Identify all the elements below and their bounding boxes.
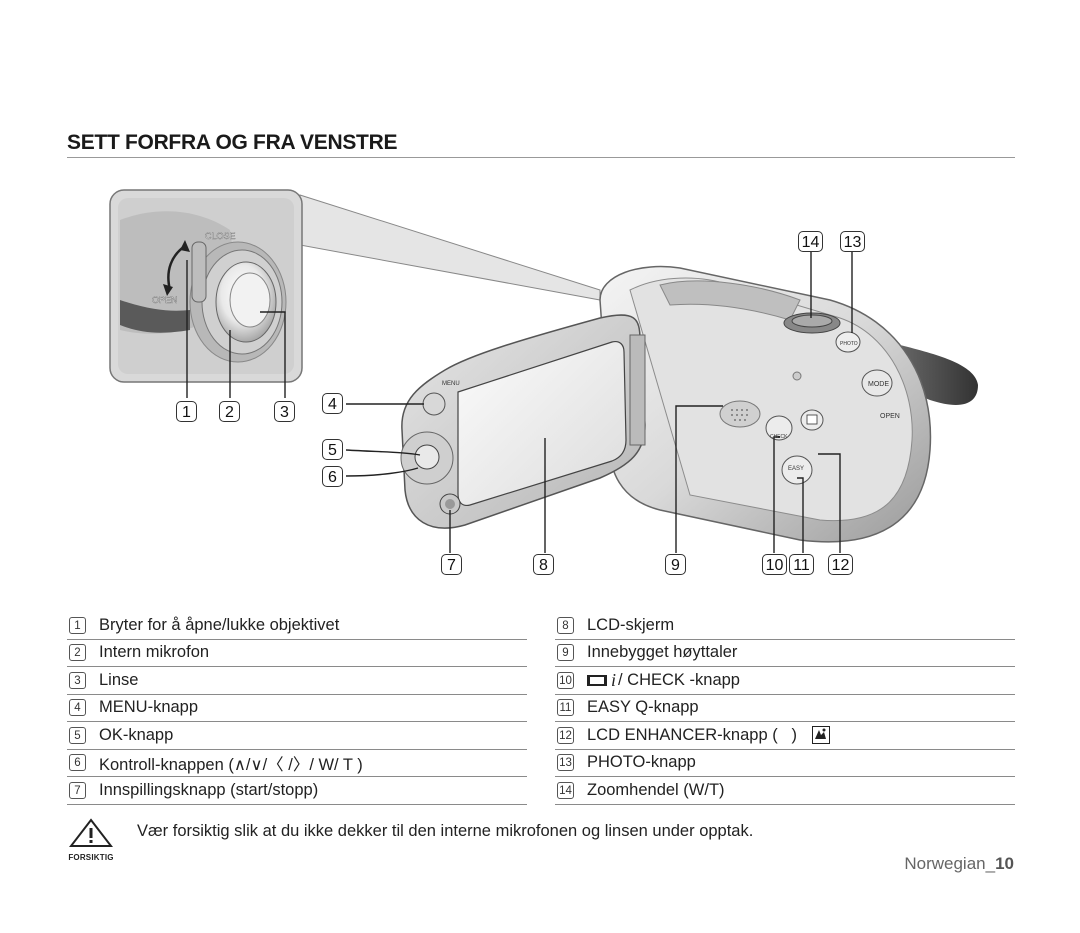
legend-row: 7 Innspillingsknapp (start/stopp): [67, 777, 527, 805]
warning-icon: [68, 818, 114, 847]
svg-text:MODE: MODE: [868, 381, 889, 388]
page-title: SETT FORFRA OG FRA VENSTRE: [67, 131, 398, 154]
legend-number: 2: [69, 644, 86, 662]
legend-text: Kontroll-knappen (∧/∨/〈 /〉/ W/ T ): [99, 755, 363, 774]
callout-10: 10: [762, 554, 787, 575]
legend-text: MENU-knapp: [99, 698, 199, 717]
legend-number: 8: [557, 616, 574, 634]
legend-number: 1: [69, 616, 86, 634]
legend-text: Intern mikrofon: [99, 643, 210, 662]
legend-number: 4: [69, 699, 86, 717]
legend-text: / CHECK -knapp: [618, 670, 740, 689]
svg-text:PHOTO: PHOTO: [840, 341, 858, 347]
legend-text: LCD-skjerm: [587, 615, 675, 634]
caution-text: Vær forsiktig slik at du ikke dekker til…: [137, 822, 754, 840]
page-footer: Norwegian_10: [904, 854, 1014, 874]
legend-row: 3 Linse: [67, 667, 527, 695]
legend-number: 3: [69, 671, 86, 689]
legend-row: 12 LCD ENHANCER-knapp ( ): [555, 722, 1015, 750]
legend-text: EASY Q-knapp: [587, 698, 699, 717]
lcd-panel: MENU: [400, 314, 646, 529]
legend-text: Linse: [99, 670, 139, 689]
callout-9: 9: [665, 554, 686, 575]
icheck-italic-i-icon: i: [611, 669, 617, 690]
lcd-enhancer-icon: [812, 726, 830, 744]
legend-row: 14 Zoomhendel (W/T): [555, 777, 1015, 805]
legend-row: 4 MENU-knapp: [67, 695, 527, 722]
display-icon: [587, 674, 607, 686]
callout-12: 12: [828, 554, 853, 575]
legend-right: 8 LCD-skjerm 9 Innebygget høyttaler 10 i /…: [555, 612, 1015, 805]
legend-row: 11 EASY Q-knapp: [555, 695, 1015, 722]
camcorder-body: PHOTO MODE OPEN CHECK EASY: [599, 265, 932, 543]
callout-5: 5: [322, 439, 343, 460]
svg-text:CLOSE: CLOSE: [205, 231, 236, 241]
caution-label: FORSIKTIG: [68, 853, 114, 862]
callout-6: 6: [322, 466, 343, 487]
legend-text: OK-knapp: [99, 725, 174, 744]
callout-3: 3: [274, 401, 295, 422]
legend-row: 6 Kontroll-knappen (∧/∨/〈 /〉/ W/ T ): [67, 750, 527, 777]
callout-14: 14: [798, 231, 823, 252]
legend-text: Innspillingsknapp (start/stopp): [99, 780, 319, 799]
caution-block: FORSIKTIG: [56, 818, 126, 862]
legend-number: 7: [69, 781, 86, 799]
legend-number: 10: [557, 671, 574, 689]
callout-7: 7: [441, 554, 462, 575]
legend-text: Innebygget høyttaler: [587, 643, 738, 662]
footer-language: Norwegian_: [904, 854, 996, 873]
legend-text: PHOTO-knapp: [587, 753, 696, 772]
legend-number: 14: [557, 781, 574, 799]
title-rule: [67, 157, 1015, 158]
legend-row: 2 Intern mikrofon: [67, 640, 527, 667]
callout-8: 8: [533, 554, 554, 575]
legend-row: 9 Innebygget høyttaler: [555, 640, 1015, 667]
legend-row: 5 OK-knapp: [67, 722, 527, 750]
legend-text: Bryter for å åpne/lukke objektivet: [99, 615, 340, 634]
callout-13: 13: [840, 231, 865, 252]
lens-inset: CLOSE OPEN: [109, 189, 303, 398]
legend-row: 8 LCD-skjerm: [555, 612, 1015, 640]
callout-11: 11: [789, 554, 814, 575]
legend-row: 1 Bryter for å åpne/lukke objektivet: [67, 612, 527, 640]
legend-left: 1 Bryter for å åpne/lukke objektivet 2 Int…: [67, 612, 527, 805]
legend-number: 12: [557, 726, 574, 744]
callout-2: 2: [219, 401, 240, 422]
legend-number: 13: [557, 754, 574, 772]
legend-number: 5: [69, 726, 86, 744]
svg-text:MENU: MENU: [442, 381, 460, 387]
legend-row: 13 PHOTO-knapp: [555, 750, 1015, 777]
legend-number: 11: [557, 699, 574, 717]
svg-text:EASY: EASY: [788, 466, 804, 472]
camcorder-illustration: CLOSE OPEN PHOTO MODE OPEN: [109, 189, 978, 553]
legend-number: 9: [557, 644, 574, 662]
svg-text:OPEN: OPEN: [880, 413, 900, 420]
legend-number: 6: [69, 754, 86, 772]
legend-text: LCD ENHANCER-knapp ( ): [587, 725, 797, 744]
page-number: 10: [995, 854, 1014, 873]
legend-row: 10 i / CHECK -knapp: [555, 667, 1015, 695]
svg-text:OPEN: OPEN: [152, 295, 178, 305]
legend-text: Zoomhendel (W/T): [587, 780, 725, 799]
callout-4: 4: [322, 393, 343, 414]
callout-1: 1: [176, 401, 197, 422]
